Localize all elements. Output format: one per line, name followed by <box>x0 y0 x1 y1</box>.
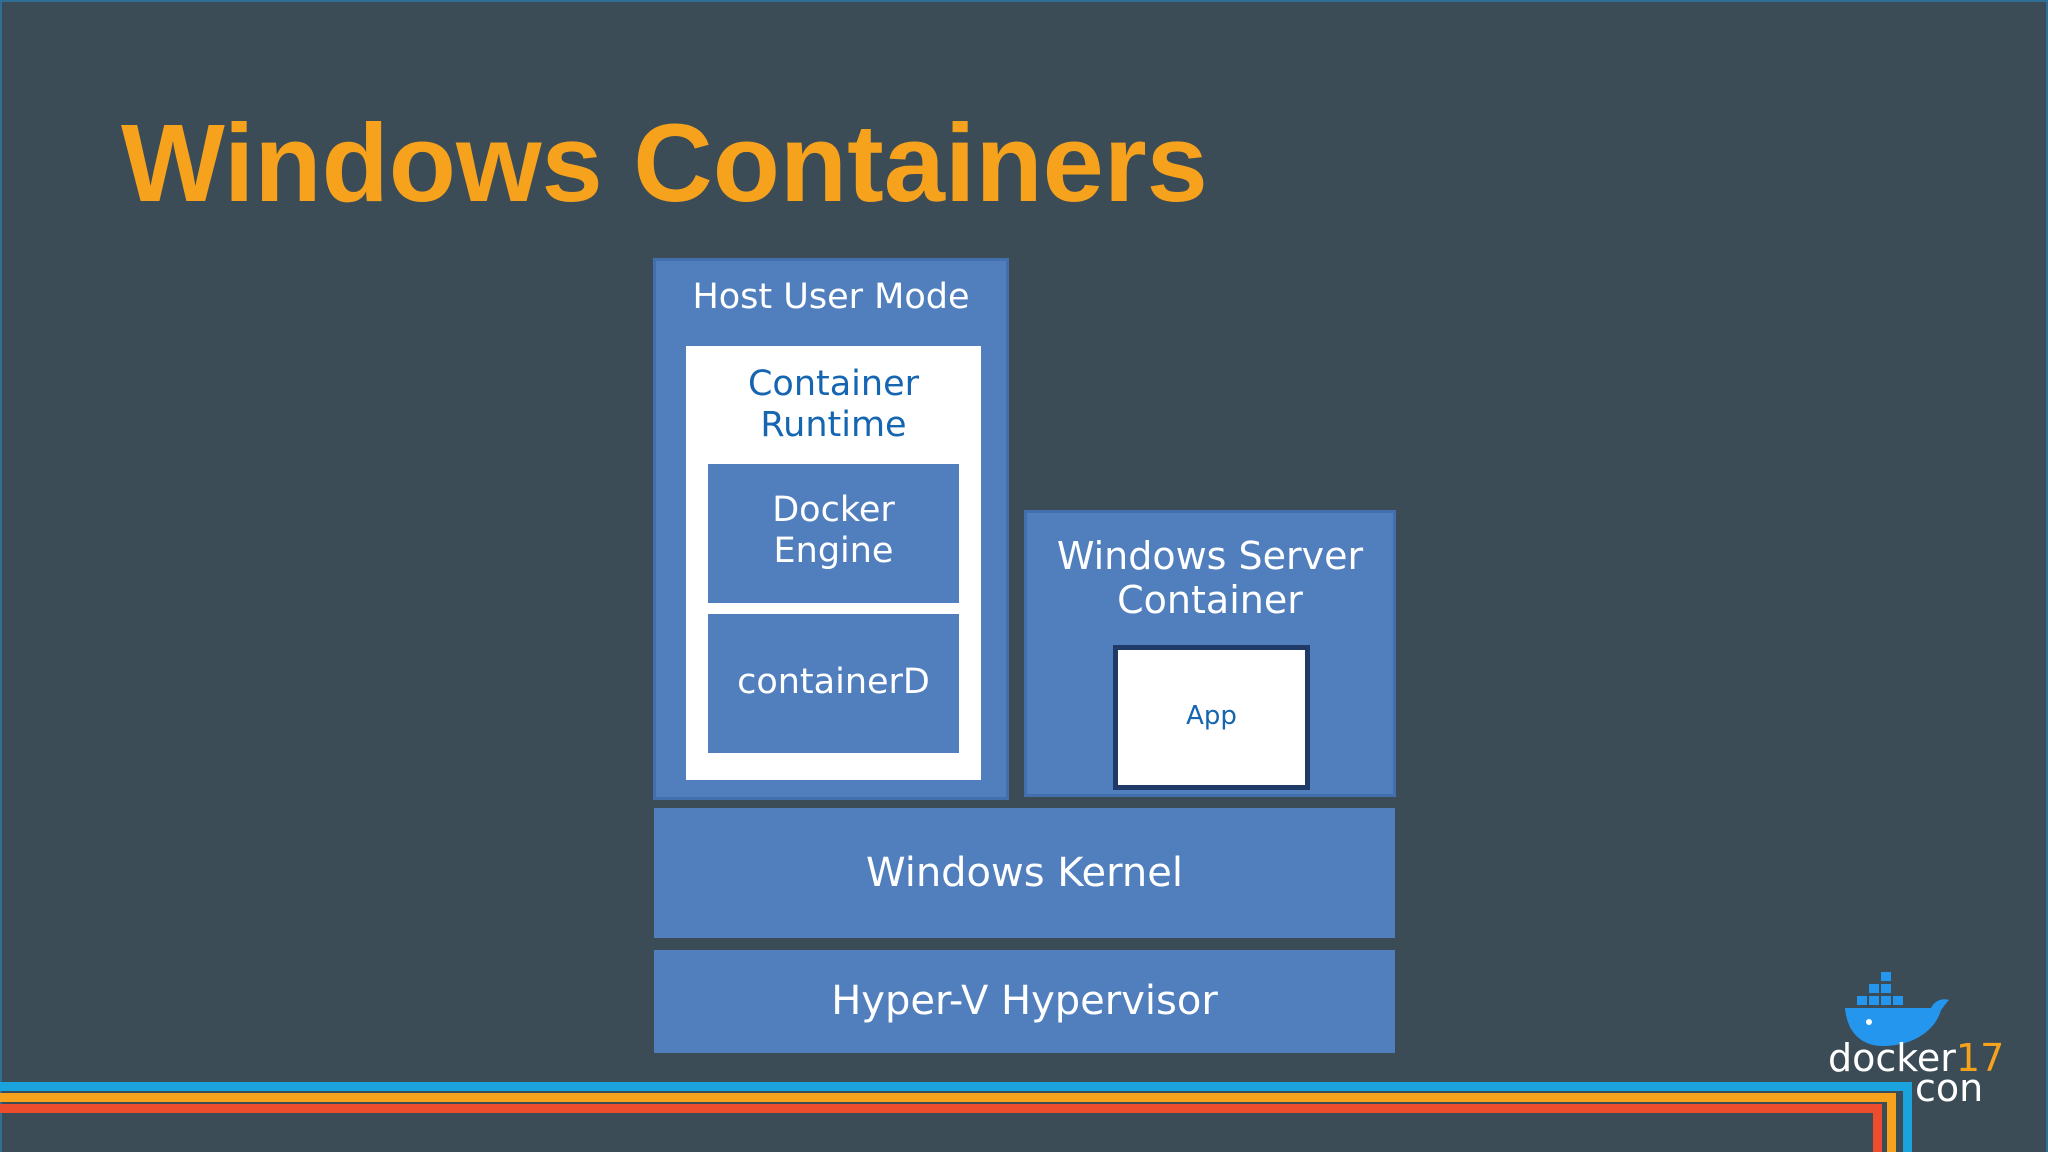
dockercon-logo: docker17 con <box>1820 968 2020 1108</box>
slide-border-right <box>2046 0 2048 1152</box>
bottom-stripe-red <box>0 1104 1882 1113</box>
slide-border-left <box>0 0 2 1152</box>
windows-kernel-box: Windows Kernel <box>654 808 1395 938</box>
host-user-mode-label: Host User Mode <box>692 277 970 317</box>
bottom-stripe-orange <box>0 1093 1896 1102</box>
container-runtime-box: Container Runtime Docker Engine containe… <box>686 346 981 780</box>
bottom-stripe-red-vertical <box>1873 1104 1882 1152</box>
dockercon-suffix: con <box>1915 1066 1984 1110</box>
windows-server-container-box: Windows Server Container App <box>1024 510 1396 797</box>
docker-engine-label: Docker Engine <box>772 490 895 571</box>
dockercon-brand-line: docker17 <box>1828 1036 2004 1080</box>
docker-wordmark: docker <box>1828 1036 1956 1080</box>
hyperv-hypervisor-label: Hyper-V Hypervisor <box>831 978 1218 1024</box>
host-user-mode-box: Host User Mode Container Runtime Docker … <box>653 258 1009 800</box>
bottom-stripe-blue-vertical <box>1903 1082 1912 1152</box>
slide-title: Windows Containers <box>121 102 1208 225</box>
container-runtime-label: Container Runtime <box>747 364 920 445</box>
windows-kernel-label: Windows Kernel <box>866 850 1183 896</box>
containerd-label: containerD <box>737 662 930 702</box>
windows-server-container-label: Windows Server Container <box>1056 534 1364 622</box>
app-label: App <box>1186 701 1237 731</box>
bottom-stripe-orange-vertical <box>1887 1093 1896 1152</box>
dockercon-year: 17 <box>1955 1036 2005 1080</box>
containerd-box: containerD <box>708 614 959 753</box>
slide-border-top <box>0 0 2048 2</box>
bottom-stripe-blue <box>0 1082 1912 1091</box>
app-box: App <box>1113 645 1310 790</box>
docker-engine-box: Docker Engine <box>708 464 959 603</box>
hyperv-hypervisor-box: Hyper-V Hypervisor <box>654 950 1395 1053</box>
docker-whale-icon <box>1845 972 1949 1046</box>
